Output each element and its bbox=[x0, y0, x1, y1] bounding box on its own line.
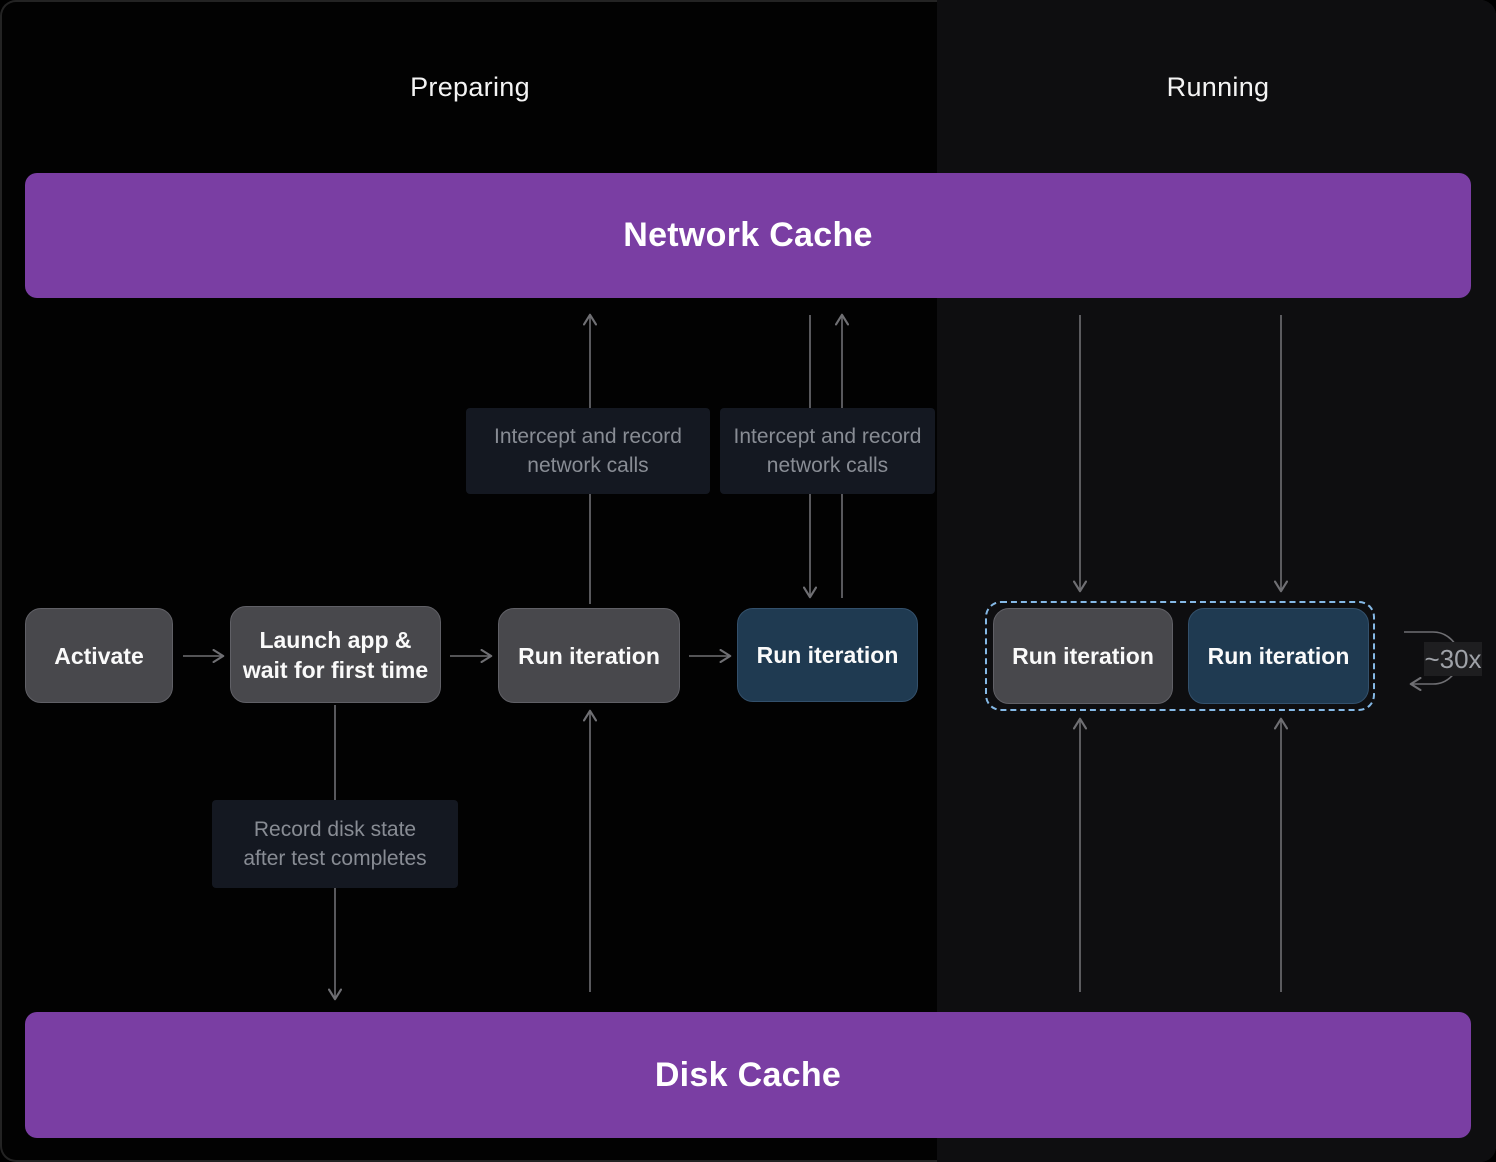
annotation-intercept-network-right: Intercept and record network calls bbox=[720, 408, 935, 494]
annotation-line: Record disk state bbox=[253, 818, 417, 841]
node-run-iteration-prepare-disk: Run iteration bbox=[498, 608, 680, 703]
node-label: Run iteration bbox=[756, 642, 899, 668]
annotation-line: Intercept and record bbox=[494, 425, 682, 448]
node-label: Run iteration bbox=[1012, 643, 1154, 669]
node-run-iteration-running-disk: Run iteration bbox=[993, 608, 1173, 704]
loop-count-badge: ~30x bbox=[1424, 642, 1482, 676]
loop-count-label: ~30x bbox=[1424, 643, 1482, 674]
annotation-line: network calls bbox=[766, 454, 889, 477]
node-run-iteration-running-network: Run iteration bbox=[1188, 608, 1369, 704]
annotation-line: network calls bbox=[527, 454, 649, 477]
running-iterations-group: Run iteration Run iteration bbox=[985, 601, 1375, 711]
node-launch-app: Launch app & wait for first time bbox=[230, 606, 441, 703]
disk-cache-label: Disk Cache bbox=[654, 1055, 842, 1094]
annotation-line: after test completes bbox=[243, 847, 427, 870]
annotation-record-disk-state: Record disk state after test completes bbox=[212, 800, 458, 888]
section-label-preparing: Preparing bbox=[410, 72, 530, 102]
node-label: Run iteration bbox=[1207, 643, 1350, 669]
section-label-running: Running bbox=[1166, 72, 1270, 102]
node-run-iteration-prepare-network: Run iteration bbox=[737, 608, 918, 702]
node-label: Launch app & wait for first time bbox=[242, 626, 429, 683]
node-label: Run iteration bbox=[518, 642, 660, 669]
node-label: Activate bbox=[54, 642, 144, 669]
annotation-line: Intercept and record bbox=[733, 425, 922, 448]
annotation-intercept-network-left: Intercept and record network calls bbox=[466, 408, 710, 494]
disk-cache-bar: Disk Cache bbox=[25, 1012, 1471, 1138]
node-activate: Activate bbox=[25, 608, 173, 703]
network-cache-bar: Network Cache bbox=[25, 173, 1471, 298]
network-cache-label: Network Cache bbox=[623, 216, 873, 254]
